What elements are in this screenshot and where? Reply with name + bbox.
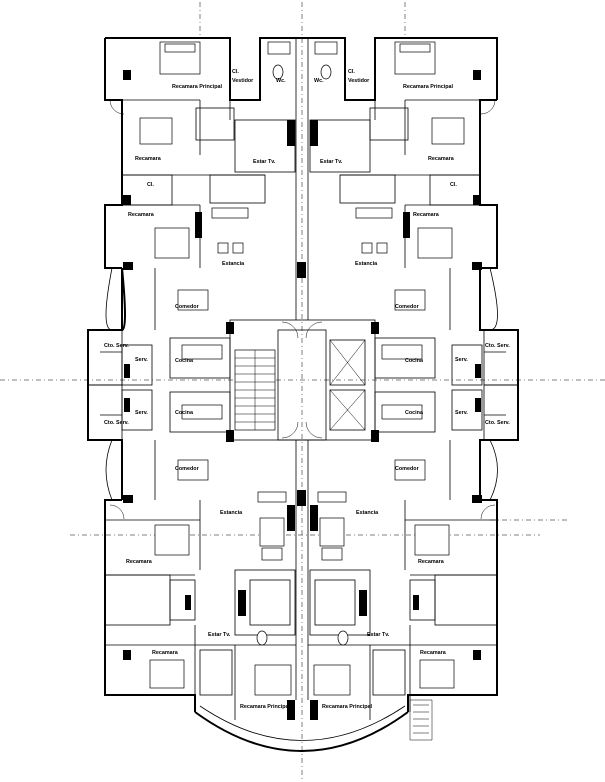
room-label: Estar Tv. <box>253 159 276 165</box>
room-label: Estancia <box>220 510 243 516</box>
stair-treads <box>234 349 276 431</box>
room-label: Comedor <box>395 304 420 310</box>
room-label: Recamara <box>413 212 440 218</box>
room-label: Cocina <box>405 358 424 364</box>
room-label: Vestidor <box>348 78 370 84</box>
room-label: Estancia <box>222 261 245 267</box>
room-label: Recamara <box>128 212 155 218</box>
exterior-walls <box>87 37 519 752</box>
room-label: Cl. <box>348 69 355 75</box>
room-label: Estancia <box>355 261 378 267</box>
balconies <box>105 267 498 741</box>
room-label: Cl. <box>232 69 239 75</box>
room-label: Recamara Principal <box>172 84 223 90</box>
room-label: Wc. <box>314 78 324 84</box>
room-label: Cocina <box>175 410 194 416</box>
room-label: Cto. Serv. <box>104 420 129 426</box>
room-label: Cl. <box>147 182 154 188</box>
room-label: Serv. <box>455 357 468 363</box>
structural-columns <box>123 70 482 720</box>
room-labels: Recamara Principal Recamara Principal Cl… <box>104 69 510 710</box>
room-label: Cocina <box>175 358 194 364</box>
room-label: Recamara <box>152 650 179 656</box>
furniture <box>109 41 496 696</box>
room-label: Recamara Principal <box>240 704 291 710</box>
room-label: Recamara <box>418 559 445 565</box>
room-label: Recamara Principal <box>322 704 373 710</box>
room-label: Recamara <box>420 650 447 656</box>
room-label: Vestidor <box>232 78 254 84</box>
room-label: Comedor <box>395 466 420 472</box>
room-label: Wc. <box>276 78 286 84</box>
room-label: Cl. <box>450 182 457 188</box>
room-label: Recamara <box>428 156 455 162</box>
room-label: Cto. Serv. <box>485 420 510 426</box>
room-label: Cto. Serv. <box>485 343 510 349</box>
room-label: Comedor <box>175 304 200 310</box>
room-label: Cto. Serv. <box>104 343 129 349</box>
room-label: Estar Tv. <box>320 159 343 165</box>
room-label: Serv. <box>135 410 148 416</box>
room-label: Serv. <box>135 357 148 363</box>
room-label: Recamara <box>135 156 162 162</box>
room-label: Recamara <box>126 559 153 565</box>
room-label: Recamara Principal <box>403 84 454 90</box>
room-label: Estar Tv. <box>367 632 390 638</box>
room-label: Estar Tv. <box>208 632 231 638</box>
room-label: Serv. <box>455 410 468 416</box>
room-label: Cocina <box>405 410 424 416</box>
room-label: Comedor <box>175 466 200 472</box>
room-label: Estancia <box>356 510 379 516</box>
